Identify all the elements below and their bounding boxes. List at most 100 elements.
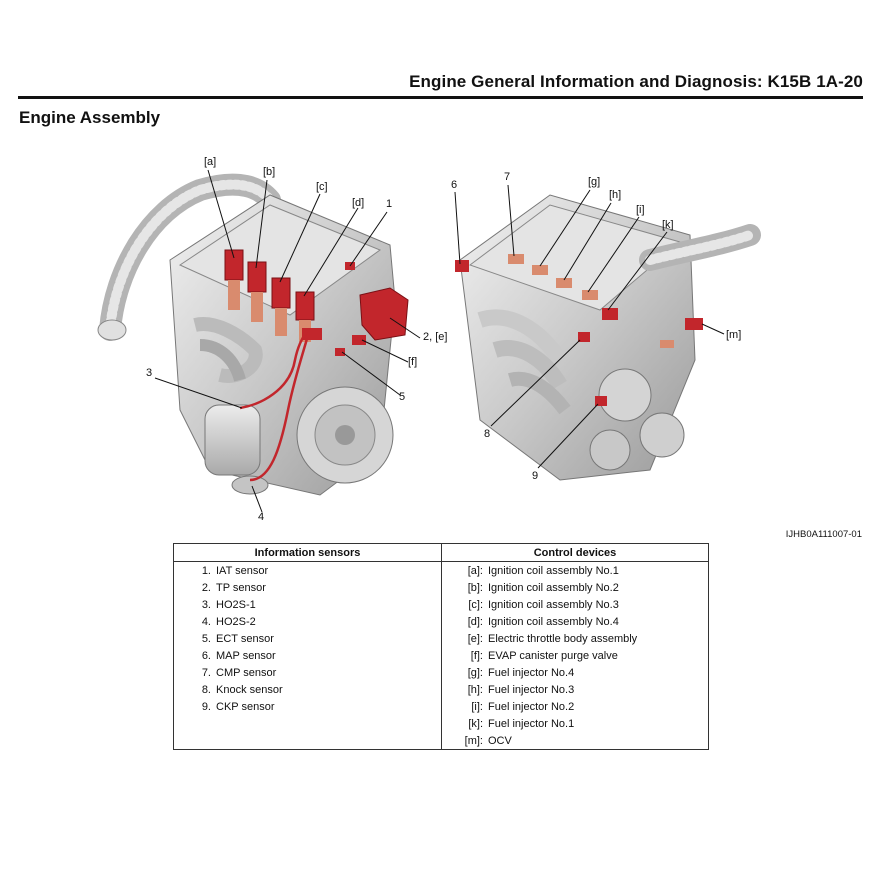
- table-row: 5. ECT sensor [e]: Electric throttle body a…: [173, 630, 709, 647]
- callout-i: [i]: [636, 204, 645, 216]
- table-row: 6.MAP sensor [f]: EVAP canister purge valv…: [173, 647, 709, 664]
- sensor-name: HO2S-1: [216, 598, 256, 611]
- callout-6: 6: [451, 179, 458, 191]
- table-row: 3. HO2S-1 [c]: Ignition coil assembly No.3: [173, 596, 709, 613]
- sensor-number: 1.: [201, 564, 211, 577]
- device-cell: [a]:Ignition coil assembly No.1: [441, 561, 709, 579]
- sensor-number: 4.: [201, 615, 211, 628]
- sensor-cell: 4. HO2S-2: [173, 613, 442, 630]
- device-name: Fuel injector No.2: [488, 700, 575, 713]
- leader-lines: [154, 169, 725, 513]
- sensor-name: ECT sensor: [216, 632, 274, 645]
- table-row: 9. CKP sensor [i]: Fuel injector No.2: [173, 698, 709, 715]
- engine-figure: [a] [b] [c] [d] 1 2, [e] [f] 3 4 5 6 7 […: [90, 150, 790, 530]
- sensor-name: HO2S-2: [216, 615, 256, 628]
- device-code: [g]:: [467, 666, 483, 679]
- device-cell: [e]: Electric throttle body assembly: [441, 630, 709, 647]
- table-row: 8. Knock sensor [h]: Fuel injector No.3: [173, 681, 709, 698]
- sensor-cell: 1. IAT sensor: [173, 561, 442, 579]
- sensor-cell: 5. ECT sensor: [173, 630, 442, 647]
- figure-id: IJHB0A111007-01: [785, 529, 862, 540]
- sensor-number: 8.: [201, 683, 211, 696]
- sensor-cell: 6.MAP sensor: [173, 647, 442, 664]
- device-cell: [m]: OCV: [441, 732, 709, 750]
- device-code: [f]:: [470, 649, 483, 662]
- device-cell: [b]: Ignition coil assembly No.2: [441, 579, 709, 596]
- sensor-name: MAP sensor: [216, 649, 276, 662]
- device-name: Fuel injector No.1: [488, 717, 575, 730]
- callout-4: 4: [258, 511, 265, 523]
- device-code: [h]:: [467, 683, 483, 696]
- table-row: 1. IAT sensor [a]:Ignition coil assembly N…: [173, 561, 709, 579]
- device-cell: [d]:Ignition coil assembly No.4: [441, 613, 709, 630]
- device-cell: [i]: Fuel injector No.2: [441, 698, 709, 715]
- callout-7: 7: [504, 171, 511, 183]
- callout-2-e: 2, [e]: [423, 331, 448, 343]
- sensor-number: 9.: [201, 700, 211, 713]
- sensor-cell: [173, 715, 442, 732]
- callout-a: [a]: [204, 156, 217, 168]
- sensor-cell: 8. Knock sensor: [173, 681, 442, 698]
- device-cell: [g]: Fuel injector No.4: [441, 664, 709, 681]
- callout-m: [m]: [726, 329, 742, 341]
- device-name: Fuel injector No.4: [488, 666, 575, 679]
- device-code: [m]:: [464, 734, 483, 747]
- left-engine-view: [97, 173, 409, 496]
- page-header: Engine General Information and Diagnosis…: [18, 68, 863, 99]
- sensor-cell: 7. CMP sensor: [173, 664, 442, 681]
- device-name: Ignition coil assembly No.3: [488, 598, 619, 611]
- section-title: Engine Assembly: [19, 108, 161, 127]
- table-row: 4. HO2S-2 [d]:Ignition coil assembly No.4: [173, 613, 709, 630]
- device-code: [d]:: [467, 615, 483, 628]
- table-row: 2.TP sensor [b]: Ignition coil assembly No…: [173, 579, 709, 596]
- device-code: [i]:: [471, 700, 483, 713]
- header-information-sensors: Information sensors: [173, 543, 442, 562]
- callout-8: 8: [484, 428, 491, 440]
- header-control-devices: Control devices: [441, 543, 709, 562]
- sensor-cell: 9. CKP sensor: [173, 698, 442, 715]
- device-name: Ignition coil assembly No.2: [488, 581, 619, 594]
- header-title: Engine General Information and Diagnosis…: [409, 72, 863, 91]
- callout-1: 1: [386, 198, 393, 210]
- device-name: Electric throttle body assembly: [488, 632, 638, 645]
- component-table: Information sensors Control devices 1. IA…: [173, 543, 709, 750]
- device-cell: [h]: Fuel injector No.3: [441, 681, 709, 698]
- sensor-name: IAT sensor: [216, 564, 269, 577]
- table-header-row: Information sensors Control devices: [173, 543, 709, 562]
- callout-b: [b]: [263, 166, 276, 178]
- callout-3: 3: [146, 367, 153, 379]
- callout-9: 9: [532, 470, 539, 482]
- device-name: Ignition coil assembly No.1: [488, 564, 619, 577]
- callout-h: [h]: [609, 189, 622, 201]
- device-code: [b]:: [467, 581, 483, 594]
- sensor-name: CMP sensor: [216, 666, 277, 679]
- table-row: [m]: OCV: [173, 732, 709, 750]
- device-code: [e]:: [467, 632, 483, 645]
- table-row: 7. CMP sensor [g]: Fuel injector No.4: [173, 664, 709, 681]
- right-engine-view: [455, 194, 761, 481]
- device-name: Fuel injector No.3: [488, 683, 575, 696]
- device-code: [c]:: [468, 598, 483, 611]
- sensor-name: CKP sensor: [216, 700, 275, 713]
- callout-5: 5: [399, 391, 406, 403]
- sensor-cell: 2.TP sensor: [173, 579, 442, 596]
- device-code: [k]:: [468, 717, 483, 730]
- sensor-number: 2.: [201, 581, 211, 594]
- sensor-cell: 3. HO2S-1: [173, 596, 442, 613]
- sensor-cell: [173, 732, 442, 750]
- device-name: OCV: [488, 734, 512, 747]
- sensor-number: 3.: [201, 598, 211, 611]
- device-cell: [k]: Fuel injector No.1: [441, 715, 709, 732]
- sensor-number: 7.: [201, 666, 211, 679]
- table-body: 1. IAT sensor [a]:Ignition coil assembly N…: [173, 561, 709, 750]
- callout-d: [d]: [352, 197, 365, 209]
- callout-c: [c]: [316, 181, 328, 193]
- engine-illustration: [97, 169, 761, 513]
- device-cell: [f]: EVAP canister purge valve: [441, 647, 709, 664]
- sensor-name: Knock sensor: [216, 683, 283, 696]
- device-cell: [c]: Ignition coil assembly No.3: [441, 596, 709, 613]
- sensor-number: 5.: [201, 632, 211, 645]
- table-row: [k]: Fuel injector No.1: [173, 715, 709, 732]
- callout-k: [k]: [662, 219, 674, 231]
- device-name: EVAP canister purge valve: [488, 649, 618, 662]
